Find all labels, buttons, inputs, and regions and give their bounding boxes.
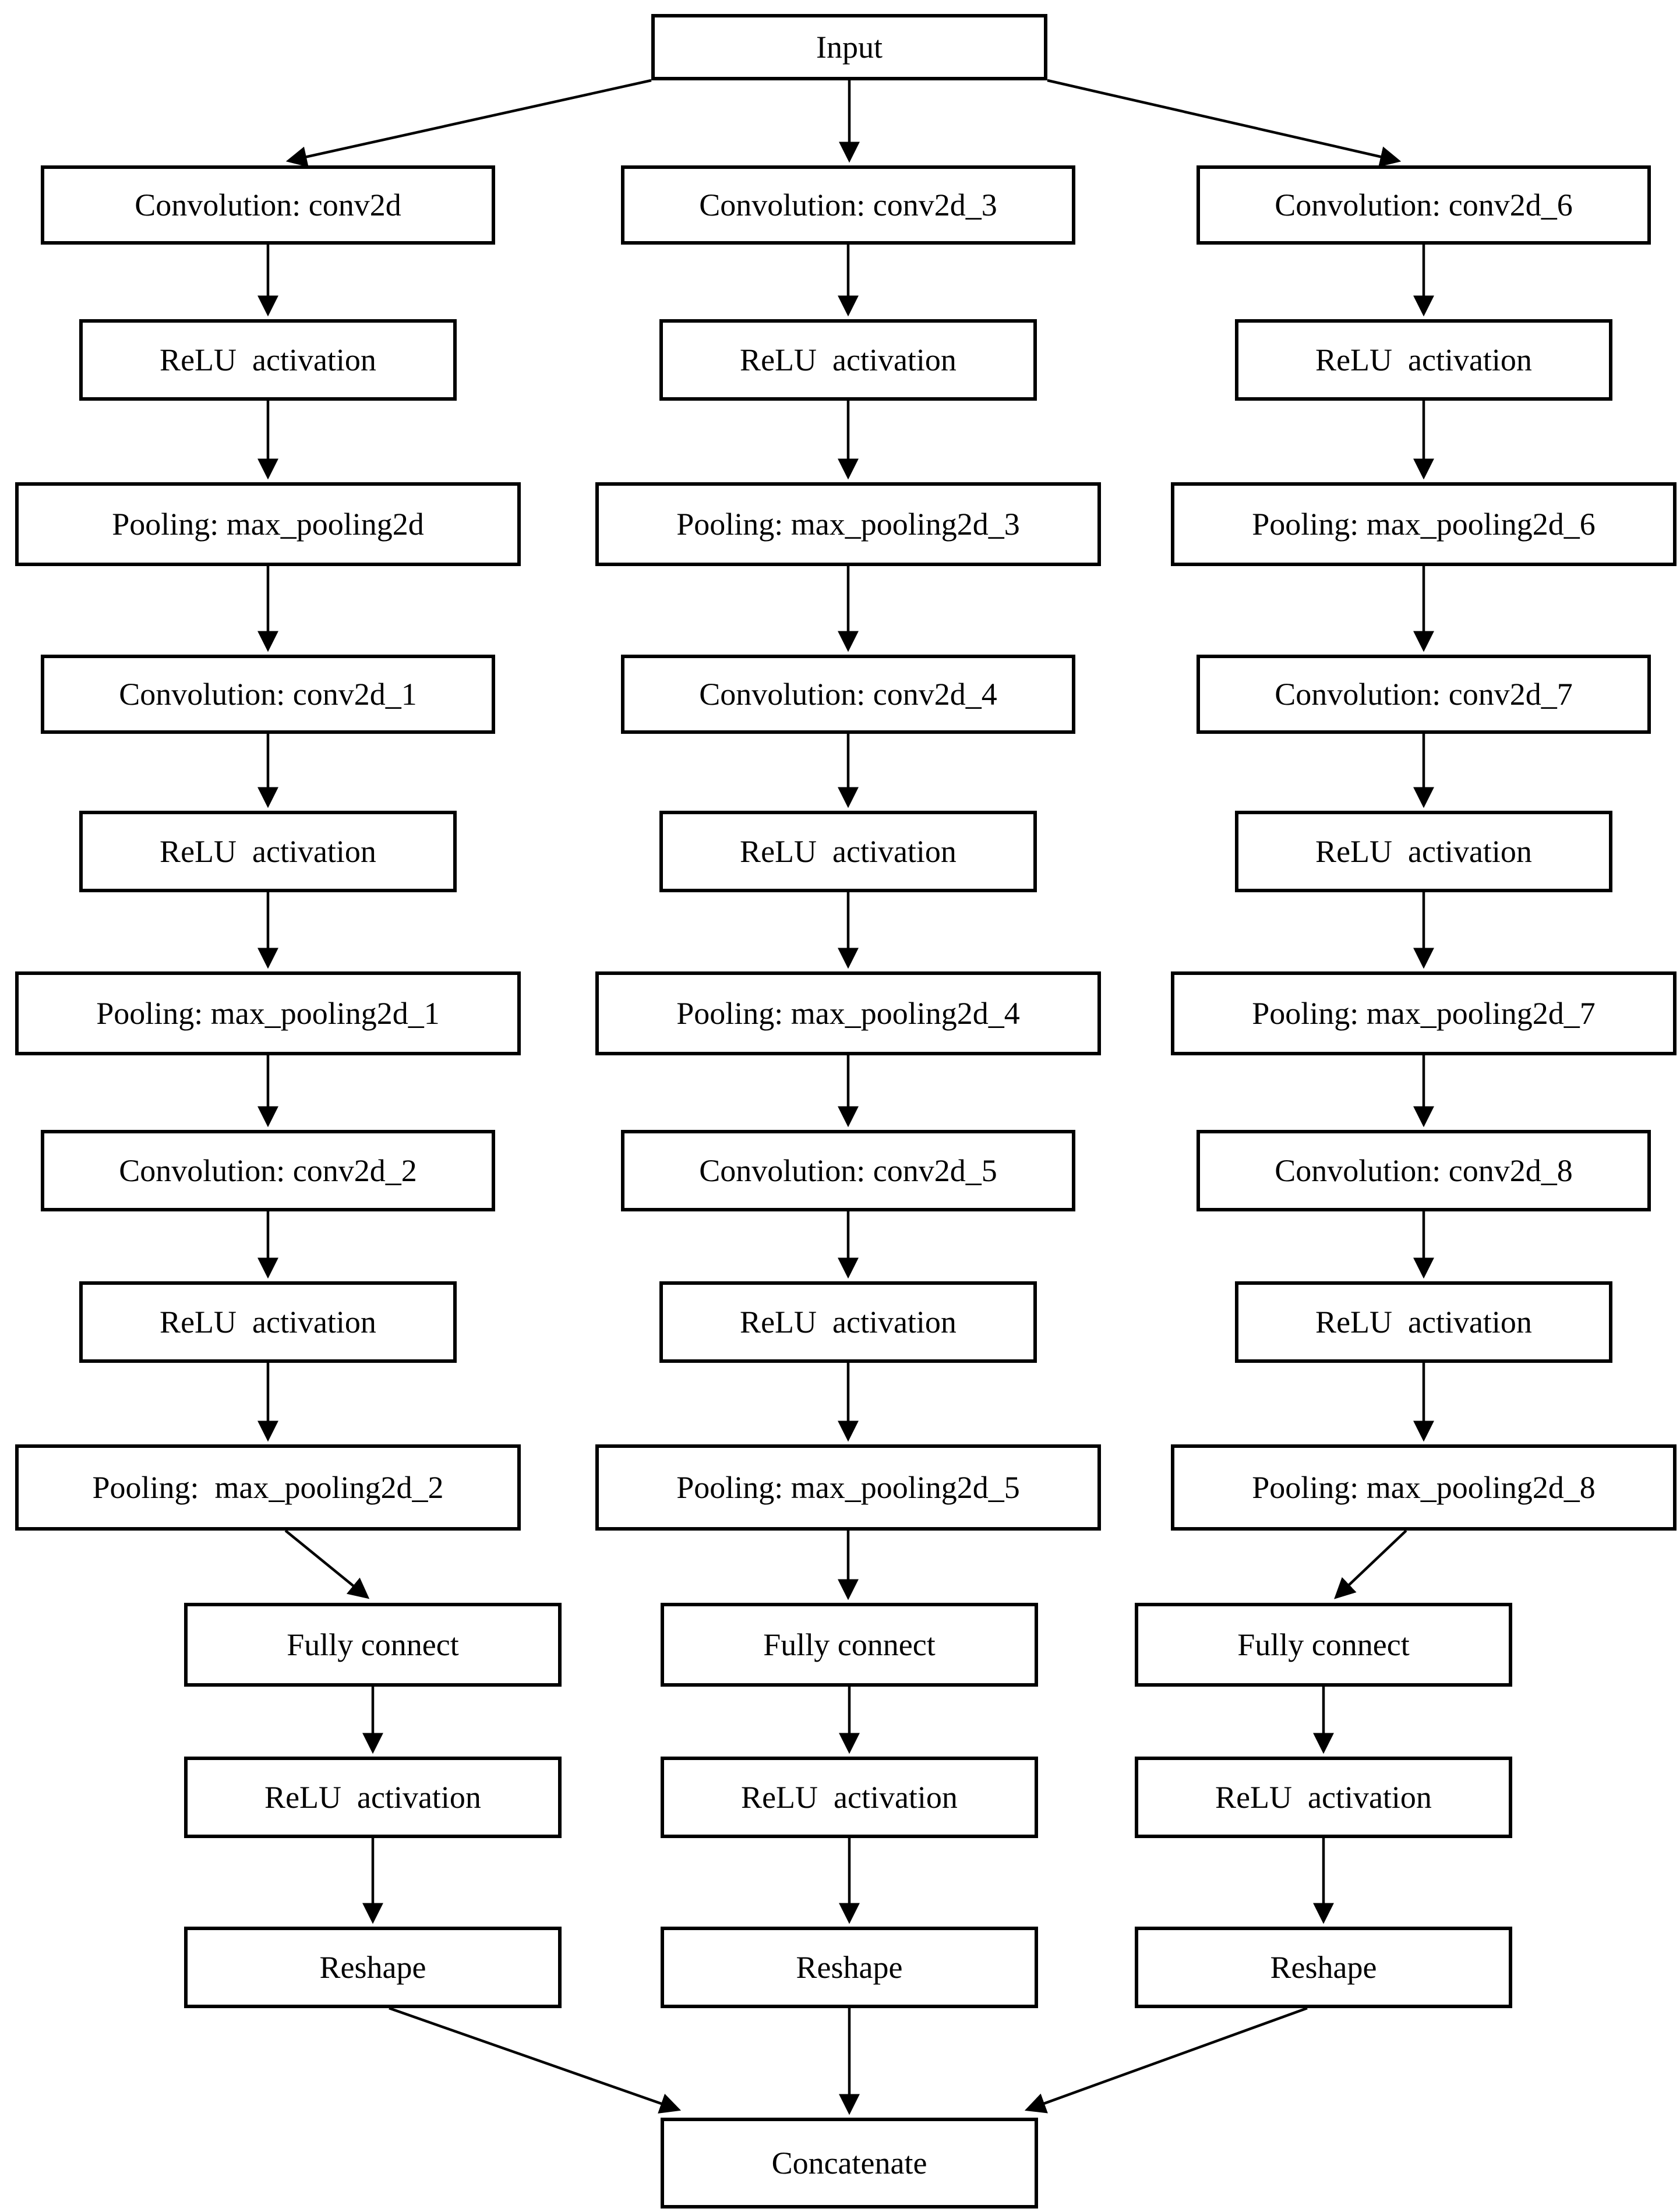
node-relu-activation-1-1: ReLU activation — [79, 319, 457, 401]
node-conv2d-4: Convolution: conv2d_4 — [621, 655, 1075, 734]
node-max-pooling2d-3: Pooling: max_pooling2d_3 — [595, 482, 1101, 566]
node-label: ReLU activation — [160, 1305, 376, 1340]
node-conv2d-2: Convolution: conv2d_2 — [41, 1130, 495, 1211]
node-label: ReLU activation — [741, 1780, 958, 1815]
node-label: Convolution: conv2d_7 — [1275, 677, 1573, 712]
node-label: Pooling: max_pooling2d_7 — [1252, 996, 1596, 1031]
node-max-pooling2d-7: Pooling: max_pooling2d_7 — [1171, 971, 1677, 1055]
node-label: Reshape — [1270, 1950, 1377, 1985]
node-relu-activation-2-1: ReLU activation — [659, 319, 1037, 401]
node-relu-activation-3-2: ReLU activation — [1235, 811, 1612, 892]
node-label: Pooling: max_pooling2d_3 — [676, 507, 1020, 542]
node-label: Fully connect — [1237, 1627, 1410, 1662]
node-relu-activation-3-4: ReLU activation — [1135, 1757, 1512, 1838]
node-label: ReLU activation — [1315, 1305, 1532, 1340]
node-max-pooling2d: Pooling: max_pooling2d — [15, 482, 521, 566]
node-conv2d-5: Convolution: conv2d_5 — [621, 1130, 1075, 1211]
node-max-pooling2d-6: Pooling: max_pooling2d_6 — [1171, 482, 1677, 566]
node-label: ReLU activation — [160, 834, 376, 869]
arrow-pooling2-to-fully-connect-1 — [284, 1529, 370, 1599]
node-conv2d-8: Convolution: conv2d_8 — [1197, 1130, 1651, 1211]
node-label: Convolution: conv2d_2 — [119, 1153, 417, 1188]
arrow-input-to-branch3 — [1047, 79, 1402, 167]
node-label: Pooling: max_pooling2d_5 — [676, 1470, 1020, 1505]
node-max-pooling2d-2: Pooling: max_pooling2d_2 — [15, 1444, 521, 1531]
node-relu-activation-1-2: ReLU activation — [79, 811, 457, 892]
node-label: ReLU activation — [740, 342, 957, 377]
node-fully-connect-3: Fully connect — [1135, 1603, 1512, 1687]
arrow-reshape3-to-concatenate — [1024, 2006, 1308, 2114]
node-conv2d-1: Convolution: conv2d_1 — [41, 655, 495, 734]
node-label: Fully connect — [763, 1627, 936, 1662]
node-relu-activation-2-2: ReLU activation — [659, 811, 1037, 892]
node-label: Concatenate — [771, 2146, 927, 2181]
arrow-input-to-branch1 — [285, 79, 652, 167]
node-label: Fully connect — [287, 1627, 459, 1662]
node-conv2d-3: Convolution: conv2d_3 — [621, 165, 1075, 245]
node-label: Convolution: conv2d_3 — [699, 188, 997, 222]
node-label: Convolution: conv2d_6 — [1275, 188, 1573, 222]
node-label: Convolution: conv2d_1 — [119, 677, 417, 712]
node-label: Convolution: conv2d — [135, 188, 401, 222]
node-label: Convolution: conv2d_4 — [699, 677, 997, 712]
node-max-pooling2d-1: Pooling: max_pooling2d_1 — [15, 971, 521, 1055]
node-relu-activation-3-1: ReLU activation — [1235, 319, 1612, 401]
node-conv2d-6: Convolution: conv2d_6 — [1197, 165, 1651, 245]
node-relu-activation-2-3: ReLU activation — [659, 1281, 1037, 1363]
node-max-pooling2d-8: Pooling: max_pooling2d_8 — [1171, 1444, 1677, 1531]
node-label: ReLU activation — [1215, 1780, 1432, 1815]
node-label: Pooling: max_pooling2d_2 — [92, 1470, 444, 1505]
node-fully-connect-1: Fully connect — [184, 1603, 562, 1687]
node-label: ReLU activation — [160, 342, 376, 377]
arrow-pooling8-to-fully-connect-3 — [1334, 1529, 1407, 1599]
node-conv2d-7: Convolution: conv2d_7 — [1197, 655, 1651, 734]
node-label: ReLU activation — [264, 1780, 481, 1815]
node-relu-activation-1-4: ReLU activation — [184, 1757, 562, 1838]
node-label: Pooling: max_pooling2d_8 — [1252, 1470, 1596, 1505]
node-reshape-2: Reshape — [661, 1927, 1038, 2008]
node-label: Reshape — [319, 1950, 426, 1985]
node-conv2d: Convolution: conv2d — [41, 165, 495, 245]
node-label: Pooling: max_pooling2d_4 — [676, 996, 1020, 1031]
node-label: Pooling: max_pooling2d — [112, 507, 424, 542]
arrow-reshape1-to-concatenate — [389, 2006, 682, 2114]
node-fully-connect-2: Fully connect — [661, 1603, 1038, 1687]
node-relu-activation-2-4: ReLU activation — [661, 1757, 1038, 1838]
node-label: ReLU activation — [740, 1305, 957, 1340]
node-relu-activation-3-3: ReLU activation — [1235, 1281, 1612, 1363]
node-max-pooling2d-5: Pooling: max_pooling2d_5 — [595, 1444, 1101, 1531]
node-label: Input — [816, 30, 883, 65]
node-label: Pooling: max_pooling2d_6 — [1252, 507, 1596, 542]
node-label: ReLU activation — [740, 834, 957, 869]
node-max-pooling2d-4: Pooling: max_pooling2d_4 — [595, 971, 1101, 1055]
node-label: ReLU activation — [1315, 834, 1532, 869]
node-reshape-1: Reshape — [184, 1927, 562, 2008]
node-label: Pooling: max_pooling2d_1 — [96, 996, 440, 1031]
node-concatenate: Concatenate — [661, 2118, 1038, 2209]
node-label: ReLU activation — [1315, 342, 1532, 377]
node-label: Convolution: conv2d_8 — [1275, 1153, 1573, 1188]
node-label: Reshape — [796, 1950, 903, 1985]
node-reshape-3: Reshape — [1135, 1927, 1512, 2008]
node-relu-activation-1-3: ReLU activation — [79, 1281, 457, 1363]
node-input: Input — [651, 14, 1047, 80]
node-label: Convolution: conv2d_5 — [699, 1153, 997, 1188]
